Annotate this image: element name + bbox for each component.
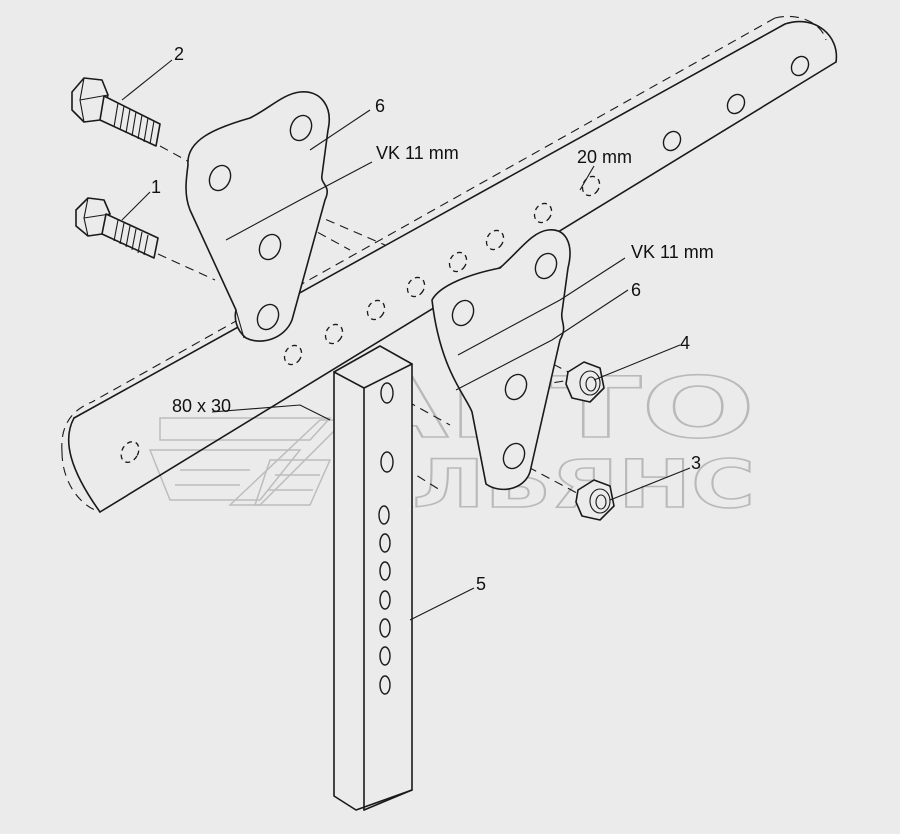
nut-3	[575, 479, 615, 521]
nut-4	[565, 361, 605, 403]
label-part-1: 1	[151, 177, 161, 197]
label-part-2: 2	[174, 44, 184, 64]
watermark-logo: АВТО АЛЬЯНС	[148, 358, 756, 524]
label-bar-section: 80 x 30	[172, 396, 231, 416]
label-part-6-upper: 6	[375, 96, 385, 116]
label-part-6-lower: 6	[631, 280, 641, 300]
label-part-5: 5	[476, 574, 486, 594]
bolt-2	[71, 77, 161, 147]
label-vk-lower: VK 11 mm	[631, 242, 714, 262]
label-vk-upper: VK 11 mm	[376, 143, 459, 163]
callout-labels: 2 1 6 VK 11 mm 20 mm VK 11 mm 6 4 3 5 80…	[151, 44, 714, 594]
label-part-3: 3	[691, 453, 701, 473]
vertical-tube	[333, 345, 413, 811]
label-part-4: 4	[680, 333, 690, 353]
lower-mounting-plate	[431, 229, 571, 491]
bolt-1	[75, 197, 159, 259]
watermark-emblem-icon	[148, 417, 347, 506]
leader-lines	[121, 59, 691, 621]
upper-mounting-plate	[185, 91, 330, 342]
label-hole-diameter: 20 mm	[577, 147, 632, 167]
